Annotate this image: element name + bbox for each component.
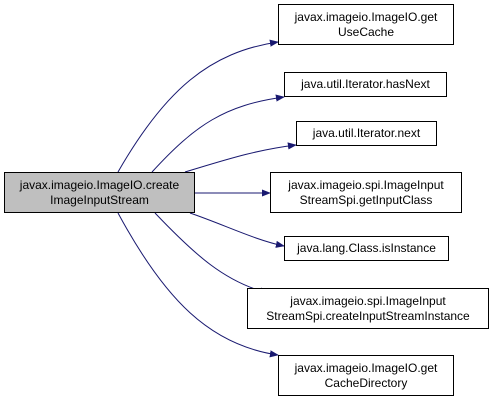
node-get-use-cache[interactable]: javax.imageio.ImageIO.get UseCache (278, 4, 454, 45)
edge-to-get-cache-directory (117, 212, 279, 358)
node-label-line1: javax.imageio.spi.ImageInput (290, 293, 446, 308)
node-label-line2: UseCache (337, 24, 395, 39)
node-label-line1: javax.imageio.ImageIO.get (294, 360, 438, 375)
node-label-line1: java.util.Iterator.next (312, 126, 421, 140)
node-get-cache-directory[interactable]: javax.imageio.ImageIO.get CacheDirectory (278, 355, 454, 396)
node-label-line1: javax.imageio.spi.ImageInput (288, 177, 444, 192)
node-create-image-input-stream[interactable]: javax.imageio.ImageIO.create ImageInputS… (4, 172, 195, 213)
node-class-is-instance[interactable]: java.lang.Class.isInstance (284, 236, 449, 261)
node-get-input-class[interactable]: javax.imageio.spi.ImageInput StreamSpi.g… (270, 172, 462, 213)
edge-to-get-use-cache (117, 39, 279, 173)
node-iterator-has-next[interactable]: java.util.Iterator.hasNext (284, 72, 447, 97)
node-label-line1: javax.imageio.ImageIO.get (294, 9, 438, 24)
edge-to-iterator-has-next (151, 94, 285, 173)
node-iterator-next[interactable]: java.util.Iterator.next (296, 121, 437, 146)
node-label-line2: StreamSpi.getInputClass (299, 192, 433, 207)
node-label-line1: java.util.Iterator.hasNext (301, 77, 430, 91)
node-label-line1: javax.imageio.ImageIO.create (19, 177, 180, 192)
node-label-line1: java.lang.Class.isInstance (297, 241, 436, 255)
edge-to-iterator-next (184, 142, 297, 173)
node-label-line2: StreamSpi.createInputStreamInstance (266, 308, 470, 323)
node-label-line2: ImageInputStream (50, 192, 149, 207)
node-label-line2: CacheDirectory (324, 375, 408, 390)
edge-to-create-input-stream-instance (154, 212, 269, 295)
node-create-input-stream-instance[interactable]: javax.imageio.spi.ImageInput StreamSpi.c… (247, 288, 489, 329)
edge-to-class-is-instance (189, 212, 285, 248)
